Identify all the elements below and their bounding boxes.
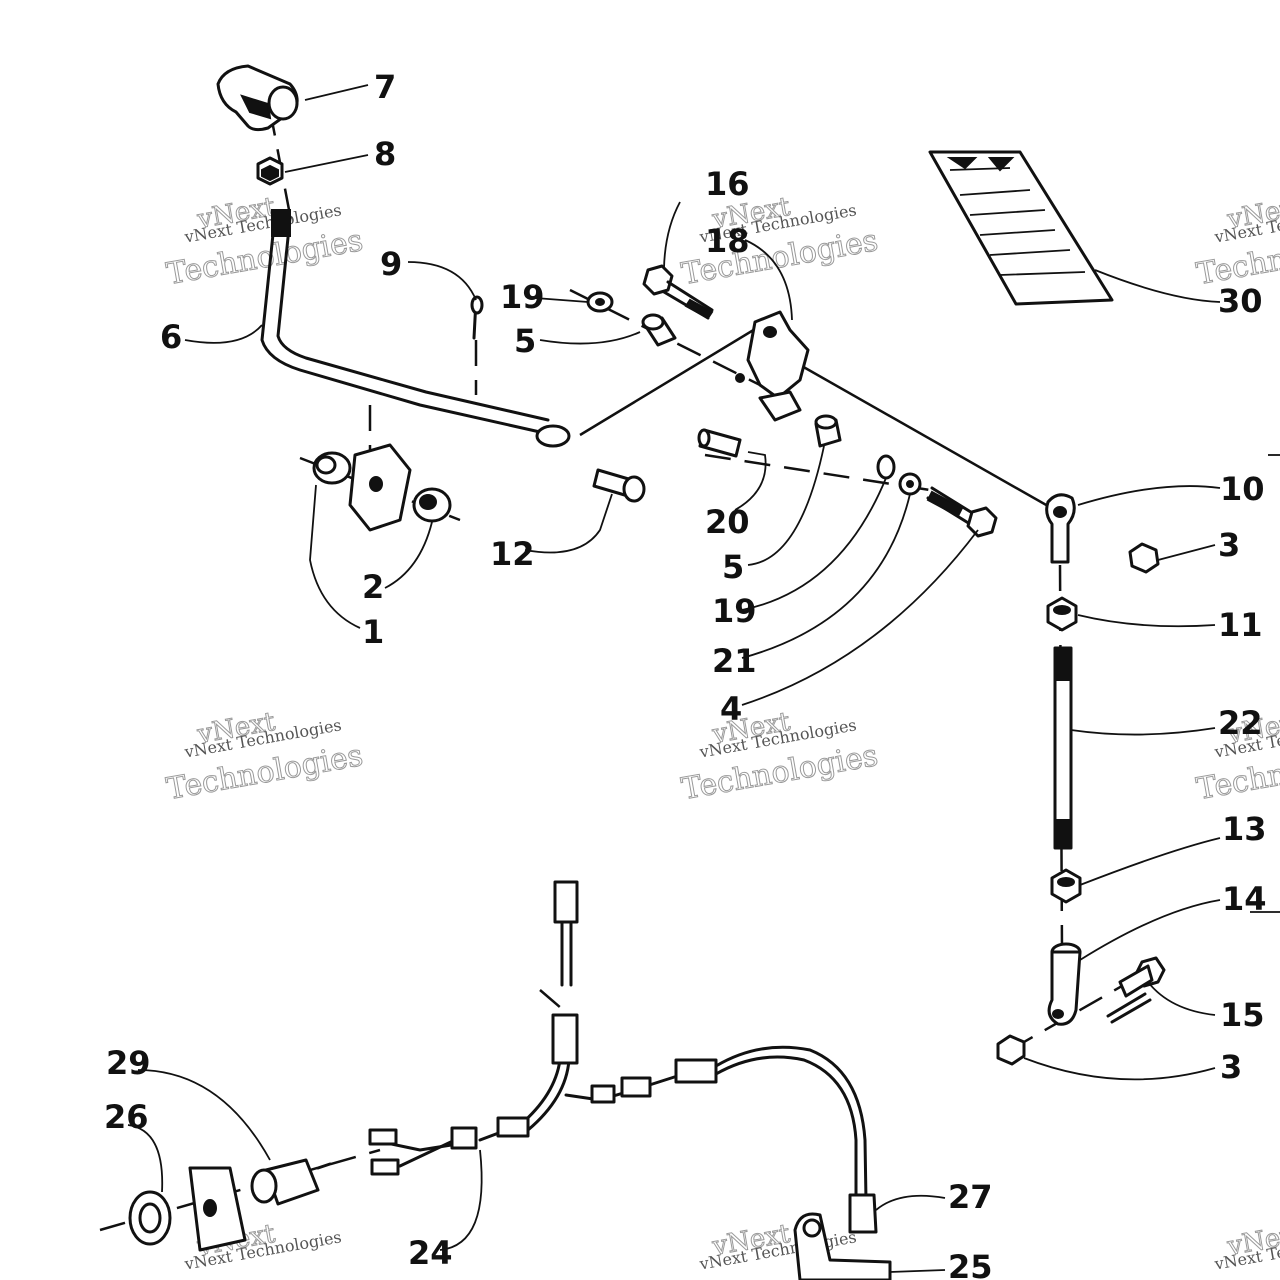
watermark-group: vNext vNext Technologies Technologies vN… [163,191,1280,1273]
shift-knob [216,64,299,132]
shift-decal [928,150,1114,306]
watermark-mid-left: vNext vNext Technologies Technologies [163,706,366,807]
rod-end-14 [1047,942,1082,1026]
bolt-16 [642,264,714,320]
callout-12: 12 [490,535,535,573]
nut-3-upper [1128,542,1160,574]
lock-washer-21 [898,472,922,496]
edge-fragments [1250,454,1280,913]
callout-6: 6 [160,318,182,356]
shift-lever [260,209,571,448]
cotter-pin [470,295,484,340]
callout-16: 16 [705,165,750,203]
callout-20: 20 [705,503,750,541]
callout-3-lower: 3 [1220,1048,1242,1086]
washer-19-upper [586,291,614,313]
callout-25: 25 [948,1248,993,1280]
callout-5-upper: 5 [514,322,536,360]
callout-19-lower: 19 [712,592,757,630]
axis-rod-end [799,363,1056,512]
watermark-top-center: vNext vNext Technologies Technologies [678,191,881,292]
watermark-top-left: vNext vNext Technologies Technologies [163,191,366,292]
callout-7: 7 [374,68,396,106]
callout-13: 13 [1222,810,1267,848]
bolt-15 [1106,956,1166,1024]
bolt-4 [926,486,998,538]
leader-lines [127,84,1221,1273]
axis-wire-break [539,989,576,1021]
nut-3-lower [996,1034,1026,1066]
lever-boot [348,443,412,532]
callout-22: 22 [1218,704,1263,742]
axis-lever-link [579,318,771,437]
watermark-bottom-right: vNext vNext Technologies [1212,1218,1280,1273]
bushing-5-upper [641,313,677,347]
spacer-20 [697,428,742,458]
callout-2: 2 [362,568,384,606]
watermark-mid-center: vNext vNext Technologies Technologies [678,706,881,807]
callout-4: 4 [720,690,742,728]
neutral-switch-29 [250,1158,332,1206]
callout-29: 29 [106,1044,151,1082]
callout-8: 8 [374,135,396,173]
jam-nut-top [256,156,284,186]
switch-bracket-25 [793,1212,892,1280]
rod-end-10 [1045,493,1076,564]
assembly-axes [99,109,1151,1232]
callout-3-upper: 3 [1218,526,1240,564]
callout-5-lower: 5 [722,548,744,586]
callout-15: 15 [1220,996,1265,1034]
jam-nut-11 [1046,596,1078,632]
clevis-pin [592,468,646,503]
callout-26: 26 [104,1098,149,1136]
callout-18: 18 [705,222,750,260]
callout-24: 24 [408,1234,453,1272]
bellcrank-bracket [735,310,810,422]
washer-2 [412,487,452,523]
callout-21: 21 [712,642,757,680]
callout-1: 1 [362,613,384,651]
callout-30: 30 [1218,282,1263,320]
callout-10: 10 [1220,470,1265,508]
watermark-top-right: vNext vNext Technologies Technologies [1193,191,1280,292]
washer-19-lower [876,454,896,480]
callout-19-upper: 19 [500,278,545,316]
axis-upper-bolt [569,288,761,387]
bezel-ring-26 [128,1166,247,1252]
bushing-5-lower [814,414,842,448]
tie-rod-22 [1053,646,1073,850]
callout-11: 11 [1218,606,1263,644]
jam-nut-13 [1050,868,1082,904]
wiring-harness [368,880,878,1234]
callout-labels: 7 8 9 19 5 6 2 1 12 16 18 30 20 5 19 21 … [104,68,1267,1280]
callout-27: 27 [948,1178,993,1216]
washer-1 [312,451,352,485]
callout-9: 9 [380,245,402,283]
